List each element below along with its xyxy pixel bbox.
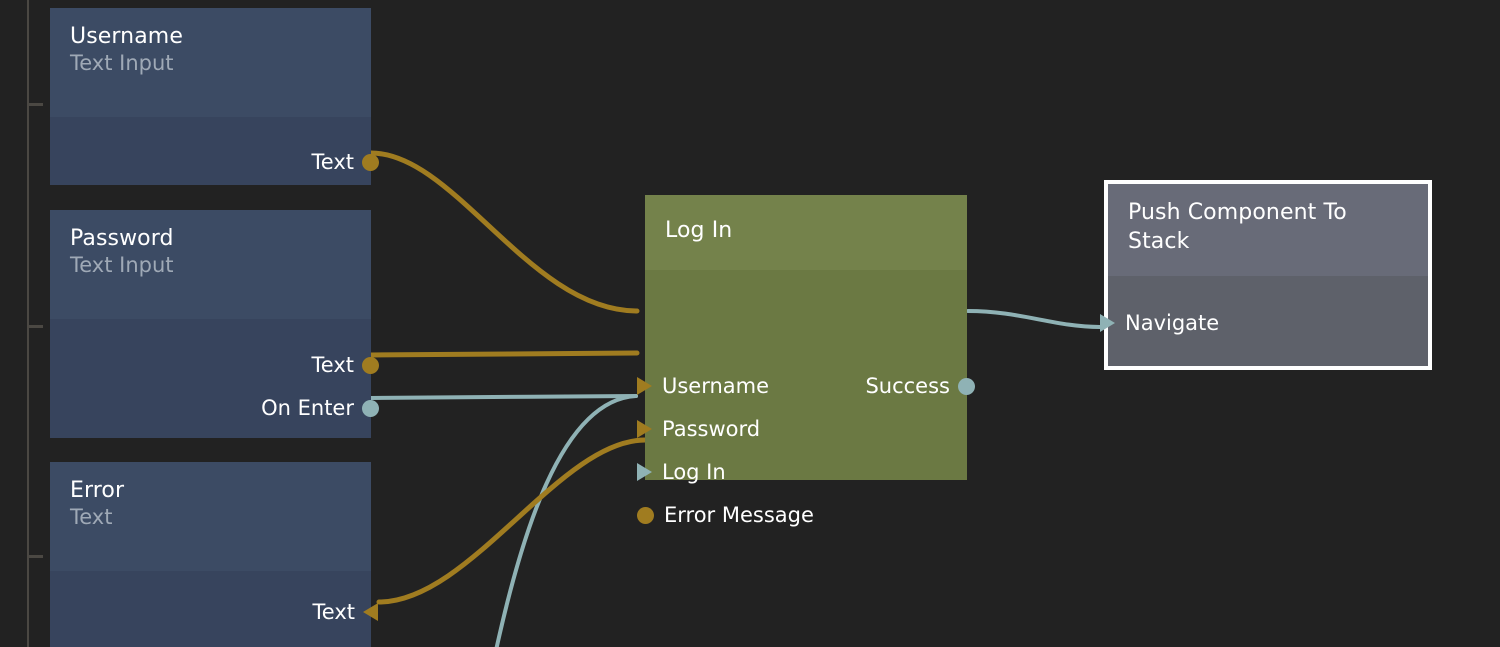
- port-arrow-data-input[interactable]: [637, 420, 652, 438]
- port-username-text-output[interactable]: Text: [311, 149, 379, 174]
- node-push-component-to-stack-header: Push Component To Stack: [1108, 184, 1428, 276]
- canvas-guide-tick: [29, 555, 43, 558]
- node-log-in[interactable]: Log In Username Password Log In Error Me…: [637, 195, 975, 525]
- port-dot-data-output[interactable]: [637, 506, 654, 524]
- port-password-text-output[interactable]: Text: [311, 352, 379, 377]
- canvas-guide-tick: [29, 325, 43, 328]
- port-label: Success: [865, 373, 950, 398]
- port-label: Navigate: [1125, 310, 1220, 335]
- port-label: Text: [311, 352, 354, 377]
- port-dot-data-output[interactable]: [362, 356, 379, 374]
- node-username[interactable]: Username Text Input Text: [50, 8, 379, 185]
- port-error-text-input[interactable]: Text: [312, 599, 378, 624]
- node-push-component-to-stack-title: Push Component To Stack: [1128, 200, 1347, 255]
- port-label: Username: [662, 373, 770, 398]
- port-login-password-input[interactable]: Password: [637, 416, 761, 441]
- port-arrow-event-input[interactable]: [1100, 314, 1115, 332]
- node-error-subtitle: Text: [70, 505, 113, 530]
- port-label: Error Message: [664, 502, 814, 527]
- node-error-body: Text: [50, 571, 378, 647]
- node-password-header: Password Text Input: [50, 210, 371, 319]
- port-dot-data-output[interactable]: [362, 153, 379, 171]
- edge-login-errormessage-to-error-text: [376, 437, 648, 605]
- port-login-errormessage-output[interactable]: Error Message: [637, 502, 814, 527]
- port-arrow-event-input[interactable]: [637, 463, 652, 481]
- node-username-title: Username: [70, 24, 183, 49]
- edge-username-text-to-login-username: [368, 150, 640, 314]
- canvas-guide-tick: [29, 103, 43, 106]
- port-label: On Enter: [261, 395, 354, 420]
- port-label: Text: [311, 149, 354, 174]
- port-label: Password: [662, 416, 761, 441]
- node-password-body: Text On Enter: [50, 319, 379, 438]
- node-password-subtitle: Text Input: [70, 253, 174, 278]
- port-password-onenter-output[interactable]: On Enter: [261, 395, 379, 420]
- node-username-subtitle: Text Input: [70, 51, 174, 76]
- port-label: Text: [312, 599, 355, 624]
- edge-password-onenter-to-login-login: [369, 394, 638, 400]
- edge-login-success-to-push-navigate: [966, 309, 1102, 329]
- node-username-body: Text: [50, 117, 379, 185]
- port-push-navigate-input[interactable]: Navigate: [1100, 310, 1220, 335]
- port-login-login-input[interactable]: Log In: [637, 459, 726, 484]
- node-push-component-to-stack-body: Navigate: [1100, 276, 1428, 366]
- node-password[interactable]: Password Text Input Text On Enter: [50, 210, 379, 438]
- edge-password-text-to-login-password: [368, 350, 640, 358]
- port-login-success-output[interactable]: Success: [865, 373, 975, 398]
- port-arrow-data-input[interactable]: [363, 603, 378, 621]
- node-error-title: Error: [70, 478, 125, 503]
- port-label: Log In: [662, 459, 726, 484]
- node-log-in-title: Log In: [665, 218, 733, 243]
- port-dot-event-output[interactable]: [362, 399, 379, 417]
- canvas-guide-line: [27, 0, 29, 647]
- port-login-username-input[interactable]: Username: [637, 373, 770, 398]
- node-log-in-header: Log In: [645, 195, 967, 270]
- node-error[interactable]: Error Text Text: [50, 462, 378, 647]
- node-error-header: Error Text: [50, 462, 371, 571]
- node-username-header: Username Text Input: [50, 8, 371, 117]
- node-log-in-body: Username Password Log In Error Message S…: [637, 270, 975, 525]
- port-arrow-data-input[interactable]: [637, 377, 652, 395]
- node-push-component-to-stack[interactable]: Push Component To Stack Navigate: [1100, 180, 1432, 370]
- edge-offscreen-to-login-login: [494, 394, 638, 647]
- port-dot-event-output[interactable]: [958, 377, 975, 395]
- node-password-title: Password: [70, 226, 174, 251]
